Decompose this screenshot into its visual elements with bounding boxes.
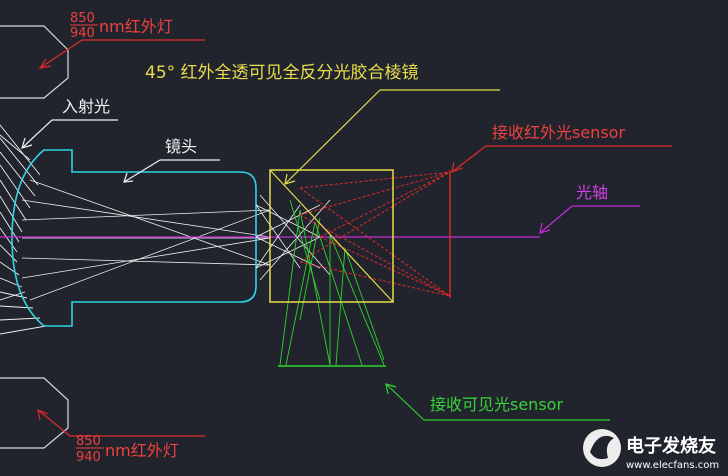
watermark-brand: 电子发烧友 bbox=[626, 435, 716, 457]
visible-sensor-label: 接收可见光sensor bbox=[430, 395, 563, 414]
ir-lamp-top-num-top: 850 bbox=[70, 11, 95, 26]
ir-sensor-leader bbox=[451, 145, 672, 173]
optical-axis-leader bbox=[539, 205, 640, 234]
ir-lamp-top-leader bbox=[38, 39, 205, 69]
lens-internal-rays bbox=[21, 179, 271, 301]
ir-sensor-label: 接收红外光sensor bbox=[492, 123, 625, 142]
watermark: 电子发烧友 www.elecfans.com bbox=[583, 429, 719, 471]
lens-leader bbox=[123, 159, 220, 183]
incident-light-label: 入射光 bbox=[62, 97, 110, 116]
prism-leader bbox=[284, 89, 500, 185]
prism-diagonal bbox=[269, 169, 394, 303]
ir-lamp-top-suffix: nm红外灯 bbox=[99, 17, 173, 36]
ir-lamp-top-label: 850 940 nm红外灯 bbox=[70, 11, 173, 41]
ir-lamp-bottom-leader bbox=[37, 409, 205, 437]
lens-body bbox=[11, 149, 257, 327]
ir-lamp-top-num-bottom: 940 bbox=[70, 26, 95, 41]
visible-sensor-leader bbox=[385, 383, 610, 421]
ir-lamp-bottom-num-bottom: 940 bbox=[76, 450, 101, 465]
watermark-url: www.elecfans.com bbox=[626, 460, 719, 471]
elecfans-logo-icon bbox=[583, 429, 621, 467]
prism-label: 45° 红外全透可见全反分光胶合棱镜 bbox=[145, 63, 419, 83]
ir-lamp-bottom-suffix: nm红外灯 bbox=[105, 441, 179, 460]
lens-label: 镜头 bbox=[165, 137, 197, 156]
visible-light-rays bbox=[279, 199, 385, 366]
optical-axis-label: 光轴 bbox=[576, 183, 608, 202]
ir-lamp-bottom-label: 850 940 nm红外灯 bbox=[76, 434, 179, 465]
prism-cube bbox=[269, 169, 394, 303]
ir-light-rays bbox=[299, 171, 451, 297]
ir-lamp-bottom-num-top: 850 bbox=[76, 434, 101, 449]
converging-rays bbox=[255, 194, 331, 281]
ir-lamp-housing-top bbox=[0, 25, 69, 99]
incident-light-leader bbox=[21, 119, 118, 149]
ir-lamp-housing-bottom bbox=[0, 377, 69, 449]
